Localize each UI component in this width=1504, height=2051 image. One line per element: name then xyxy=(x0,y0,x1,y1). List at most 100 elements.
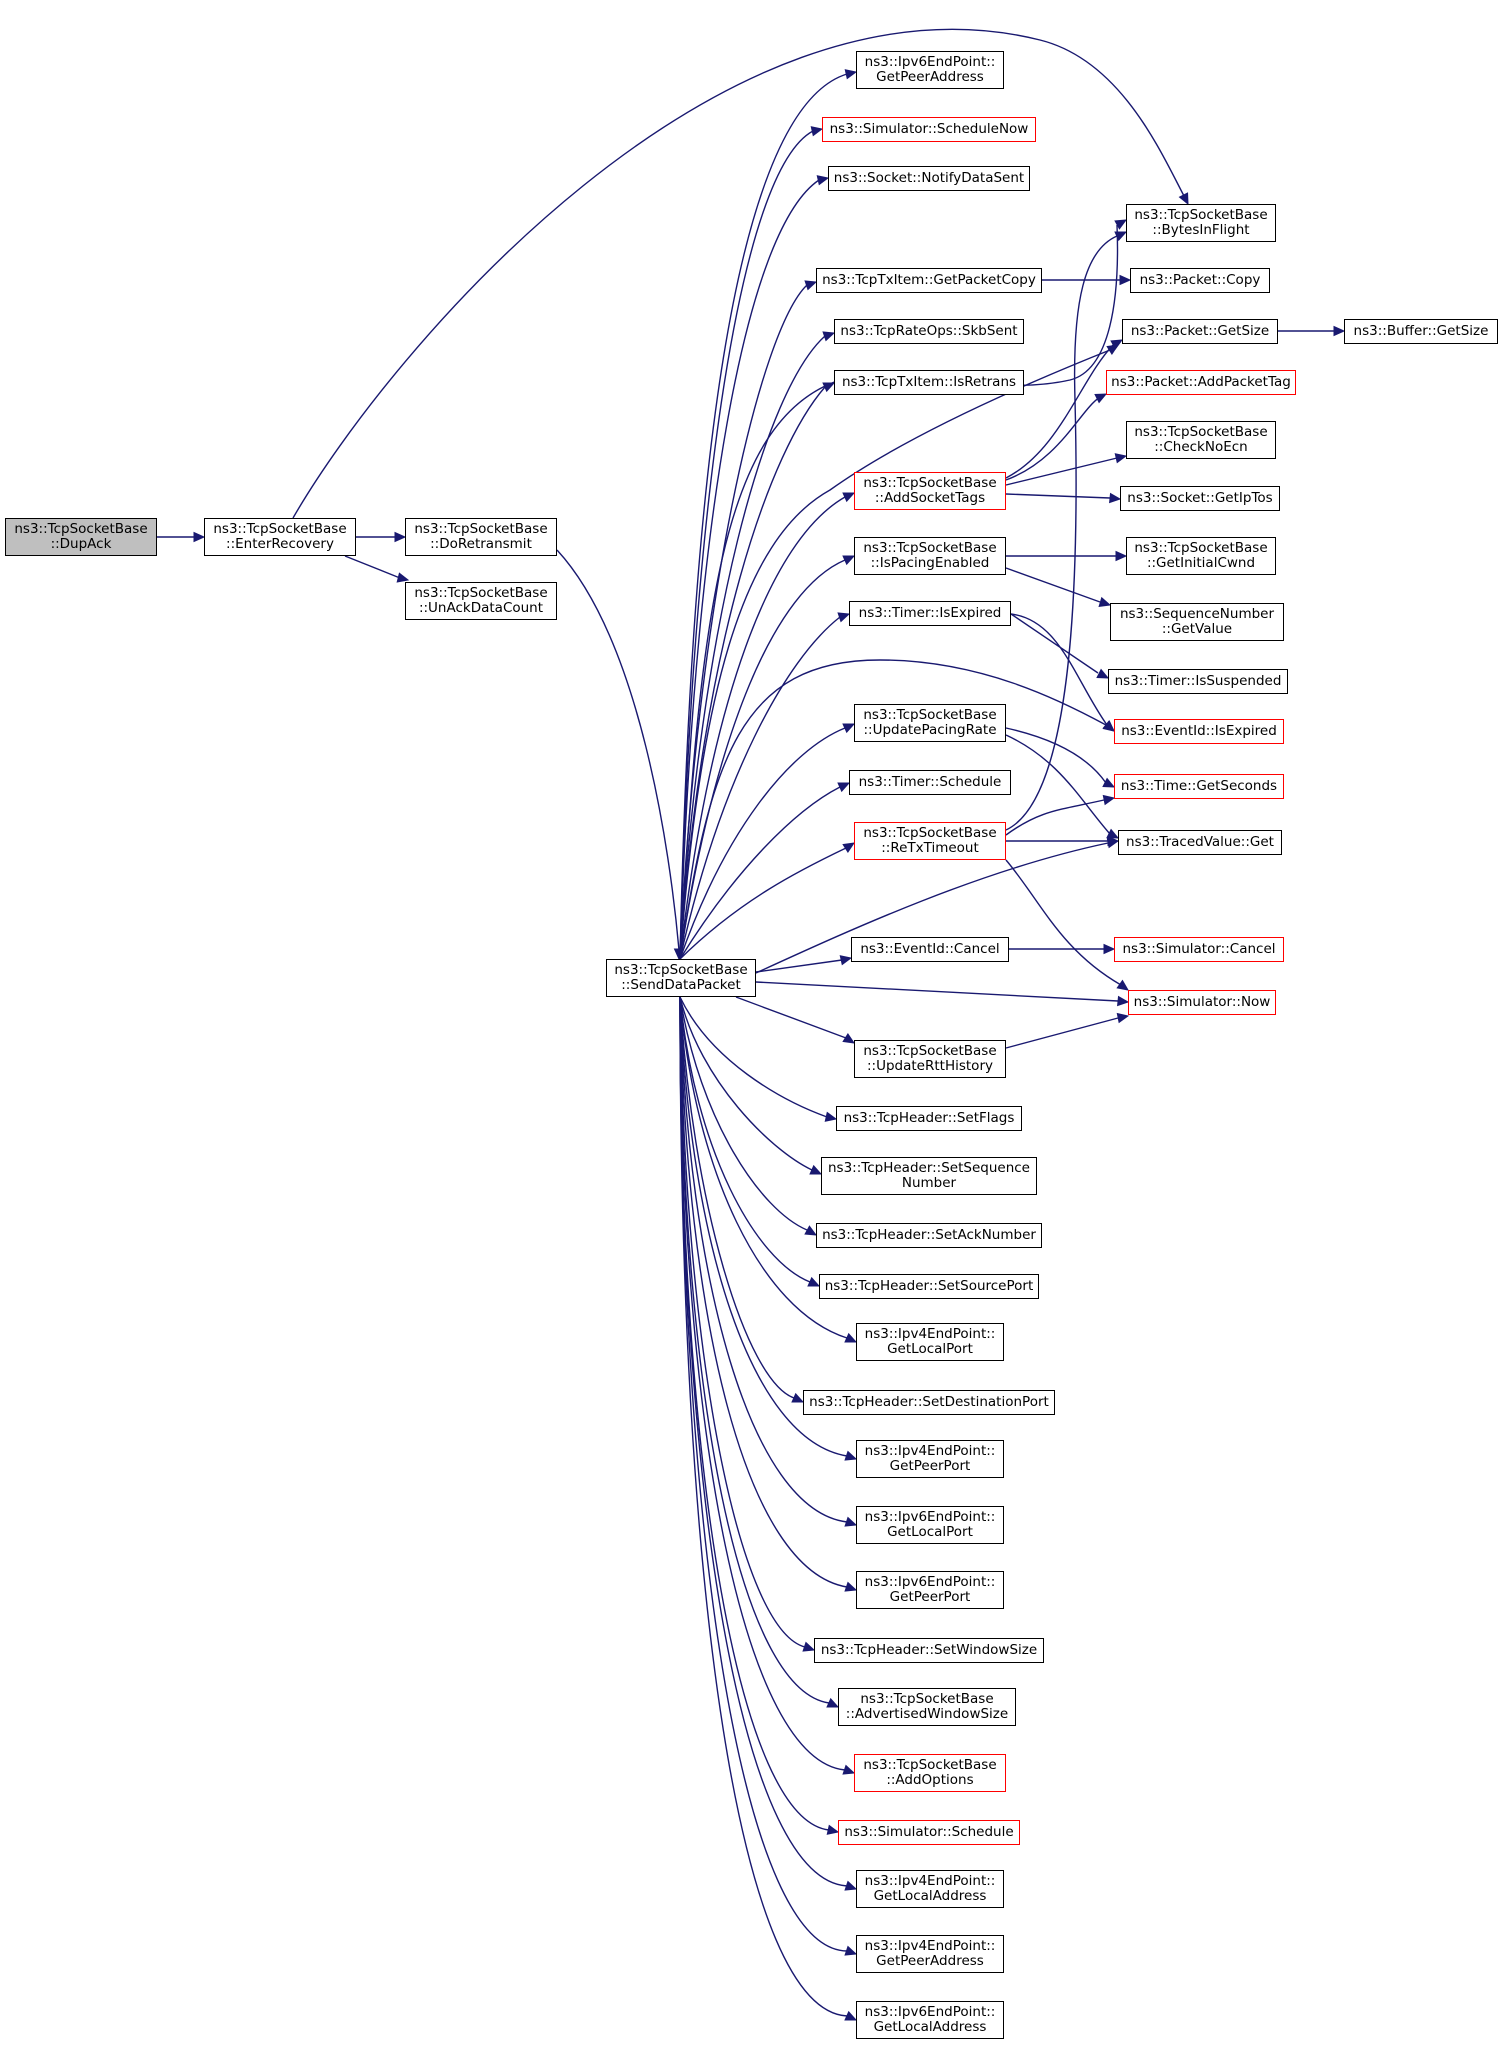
node-simulator-schedule[interactable]: ns3::Simulator::Schedule xyxy=(838,1820,1020,1845)
call-edge xyxy=(679,284,808,960)
edge-arrowhead xyxy=(844,1450,858,1461)
node-buffer-getsize[interactable]: ns3::Buffer::GetSize xyxy=(1344,319,1498,344)
node-simulator-cancel[interactable]: ns3::Simulator::Cancel xyxy=(1114,937,1284,962)
edge-arrowhead xyxy=(844,1880,858,1891)
edge-arrowhead xyxy=(1094,393,1108,404)
node-packet-addpackettag[interactable]: ns3::Packet::AddPacketTag xyxy=(1106,370,1296,395)
node-addoptions[interactable]: ns3::TcpSocketBase::AddOptions xyxy=(854,1754,1006,1792)
edge-arrowhead xyxy=(1178,192,1189,206)
call-edge xyxy=(679,996,848,1952)
call-edge xyxy=(679,659,1107,960)
node-dupack: ns3::TcpSocketBase::DupAck xyxy=(5,518,157,556)
node-ipv4-getlocalport[interactable]: ns3::Ipv4EndPoint::GetLocalPort xyxy=(856,1323,1004,1361)
edge-arrowhead xyxy=(844,1581,858,1592)
call-edge xyxy=(679,996,806,1648)
node-eventid-cancel[interactable]: ns3::EventId::Cancel xyxy=(851,937,1009,962)
node-ipv6-getpeeraddress[interactable]: ns3::Ipv6EndPoint::GetPeerAddress xyxy=(856,51,1004,89)
call-edge xyxy=(679,996,848,2017)
call-edge xyxy=(679,786,841,960)
call-edge xyxy=(679,335,826,960)
edge-arrowhead xyxy=(193,531,206,543)
edge-arrowhead xyxy=(844,69,858,80)
edge-arrowhead xyxy=(1106,828,1120,839)
node-updatepacingrate[interactable]: ns3::TcpSocketBase::UpdatePacingRate xyxy=(854,704,1006,742)
call-edge xyxy=(1005,344,1114,479)
node-bytesinflight[interactable]: ns3::TcpSocketBase::BytesInFlight xyxy=(1126,204,1276,242)
node-senddatapacket[interactable]: ns3::TcpSocketBase::SendDataPacket xyxy=(606,959,756,997)
call-edge xyxy=(1005,859,1122,986)
call-edge xyxy=(679,996,808,1231)
node-updaterttHistory[interactable]: ns3::TcpSocketBase::UpdateRttHistory xyxy=(854,1040,1006,1078)
node-timer-schedule[interactable]: ns3::Timer::Schedule xyxy=(849,770,1011,795)
node-timer-issuspended[interactable]: ns3::Timer::IsSuspended xyxy=(1108,669,1288,694)
edge-arrowhead xyxy=(842,1764,856,1775)
node-ipv6-getpeerport[interactable]: ns3::Ipv6EndPoint::GetPeerPort xyxy=(856,1571,1004,1609)
node-timer-isexpired[interactable]: ns3::Timer::IsExpired xyxy=(849,601,1011,626)
edge-arrowhead xyxy=(842,492,856,503)
edge-arrowhead xyxy=(1102,777,1116,788)
node-doretransmit[interactable]: ns3::TcpSocketBase::DoRetransmit xyxy=(405,518,557,556)
call-edge xyxy=(1010,613,1099,674)
edge-arrowhead xyxy=(1116,1012,1130,1024)
edge-arrowhead xyxy=(802,1641,816,1652)
node-tcpheader-setacknumber[interactable]: ns3::TcpHeader::SetAckNumber xyxy=(816,1223,1042,1248)
node-ipv6-getlocaladdress[interactable]: ns3::Ipv6EndPoint::GetLocalAddress xyxy=(856,2001,1004,2039)
call-edge xyxy=(679,996,811,1283)
edge-arrowhead xyxy=(1119,274,1132,286)
node-eventid-isexpired[interactable]: ns3::EventId::IsExpired xyxy=(1114,719,1284,744)
edge-arrowhead xyxy=(1107,835,1120,847)
node-socket-notifydatasent[interactable]: ns3::Socket::NotifyDataSent xyxy=(828,166,1030,191)
call-edge xyxy=(679,996,830,1704)
node-tcpheader-setsourceport[interactable]: ns3::TcpHeader::SetSourcePort xyxy=(819,1274,1039,1299)
call-edge xyxy=(556,549,680,951)
edge-arrowhead xyxy=(1114,231,1128,242)
edge-arrowhead xyxy=(842,842,856,854)
call-edge xyxy=(679,496,846,960)
edge-arrowhead xyxy=(1115,550,1128,562)
node-enterrecovery[interactable]: ns3::TcpSocketBase::EnterRecovery xyxy=(204,518,356,556)
node-simulator-schedulenow[interactable]: ns3::Simulator::ScheduleNow xyxy=(822,117,1036,142)
edge-arrowhead xyxy=(1110,339,1124,350)
edge-arrowhead xyxy=(826,1697,840,1708)
node-tcpheader-setflags[interactable]: ns3::TcpHeader::SetFlags xyxy=(836,1106,1022,1131)
node-ipv4-getlocaladdress[interactable]: ns3::Ipv4EndPoint::GetLocalAddress xyxy=(856,1870,1004,1908)
edge-arrowhead xyxy=(822,331,836,342)
node-simulator-now[interactable]: ns3::Simulator::Now xyxy=(1128,990,1276,1015)
node-ipv6-getlocalport[interactable]: ns3::Ipv6EndPoint::GetLocalPort xyxy=(856,1506,1004,1544)
call-edge xyxy=(1005,396,1101,481)
call-edge xyxy=(679,996,813,1171)
edge-arrowhead xyxy=(844,2010,858,2021)
node-addsockettags[interactable]: ns3::TcpSocketBase::AddSocketTags xyxy=(854,472,1006,510)
call-edge xyxy=(344,555,401,579)
node-packet-getsize[interactable]: ns3::Packet::GetSize xyxy=(1122,319,1278,344)
node-advertisedwindowsize[interactable]: ns3::TcpSocketBase::AdvertisedWindowSize xyxy=(838,1688,1016,1726)
node-ispacingenabled[interactable]: ns3::TcpSocketBase::IsPacingEnabled xyxy=(854,537,1006,575)
node-retxtimeout[interactable]: ns3::TcpSocketBase::ReTxTimeout xyxy=(854,822,1006,860)
node-tracedvalue-get[interactable]: ns3::TracedValue::Get xyxy=(1118,830,1282,855)
node-tcprateops-skbsent[interactable]: ns3::TcpRateOps::SkbSent xyxy=(834,319,1024,344)
edge-arrowhead xyxy=(396,572,410,583)
node-tcptxitem-getpacketcopy[interactable]: ns3::TcpTxItem::GetPacketCopy xyxy=(816,268,1042,293)
edge-arrowhead xyxy=(816,175,830,186)
node-time-getseconds[interactable]: ns3::Time::GetSeconds xyxy=(1114,774,1284,799)
node-ipv4-getpeerport[interactable]: ns3::Ipv4EndPoint::GetPeerPort xyxy=(856,1440,1004,1478)
node-packet-copy[interactable]: ns3::Packet::Copy xyxy=(1130,268,1270,293)
edge-arrowhead xyxy=(807,1276,821,1287)
node-ipv4-getpeeraddress[interactable]: ns3::Ipv4EndPoint::GetPeerAddress xyxy=(856,1935,1004,1973)
node-unackdatacount[interactable]: ns3::TcpSocketBase::UnAckDataCount xyxy=(405,582,557,620)
call-edge xyxy=(1010,613,1108,726)
node-tcpheader-setwindowsize[interactable]: ns3::TcpHeader::SetWindowSize xyxy=(814,1638,1044,1663)
edge-arrowhead xyxy=(791,1392,805,1403)
node-socket-getiptos[interactable]: ns3::Socket::GetIpTos xyxy=(1120,486,1280,511)
edge-arrowhead xyxy=(842,1032,856,1044)
node-sequencenumber-getvalue[interactable]: ns3::SequenceNumber::GetValue xyxy=(1110,603,1284,641)
edge-arrowhead xyxy=(804,280,818,291)
node-tcpheader-setdestinationport[interactable]: ns3::TcpHeader::SetDestinationPort xyxy=(803,1390,1055,1415)
call-edge xyxy=(292,28,1185,519)
node-getinitialcwnd[interactable]: ns3::TcpSocketBase::GetInitialCwnd xyxy=(1126,537,1276,575)
node-tcptxitem-isretrans[interactable]: ns3::TcpTxItem::IsRetrans xyxy=(834,370,1024,395)
node-checknoecn[interactable]: ns3::TcpSocketBase::CheckNoEcn xyxy=(1126,421,1276,459)
call-edge xyxy=(679,996,795,1399)
